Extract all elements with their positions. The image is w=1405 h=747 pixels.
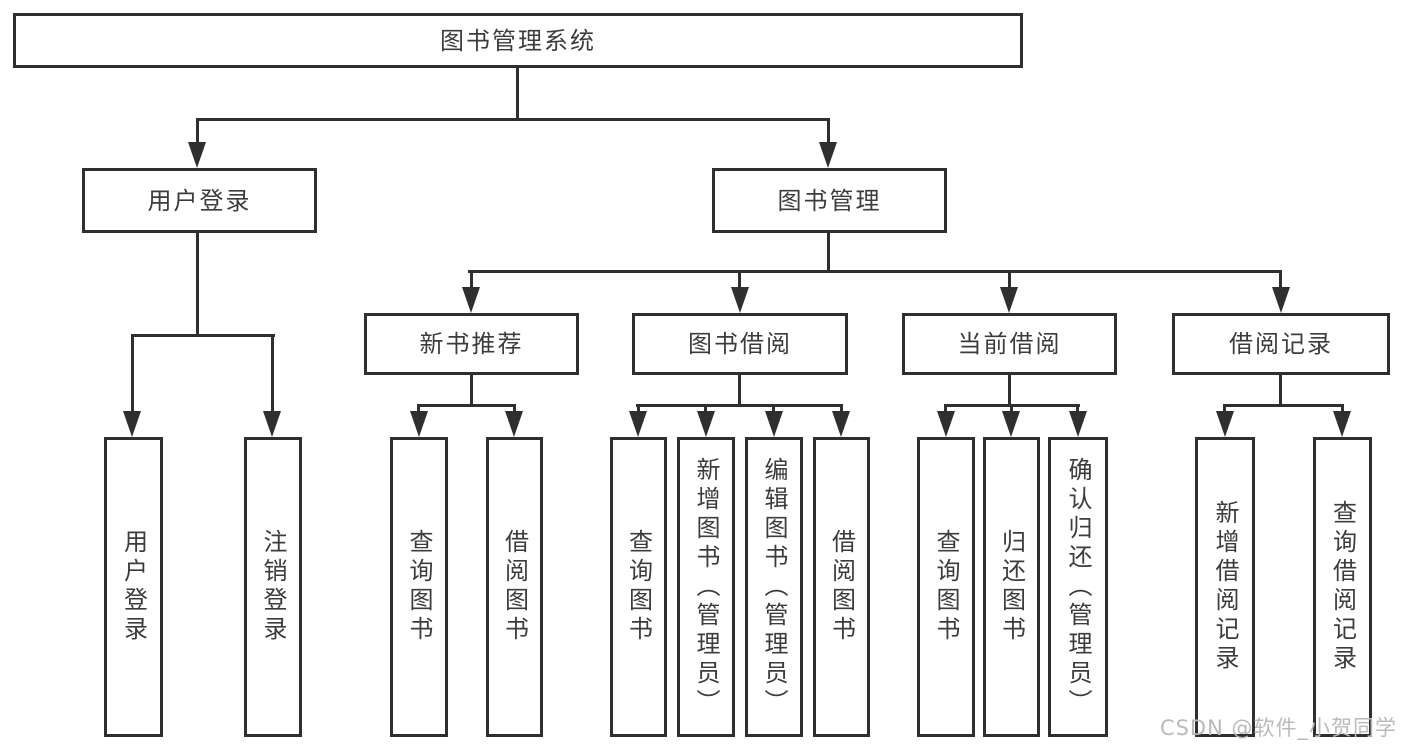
arrowhead-leaf [410, 411, 428, 437]
arrowhead-leaf [1216, 411, 1234, 437]
leaf-label: 新增图书（管理员） [692, 456, 720, 718]
node-label: 图书管理系统 [440, 26, 596, 55]
arrowhead-leaf [765, 411, 783, 437]
leaf-query-books-borrow: 查询图书 [610, 437, 667, 737]
connector-stub [513, 404, 516, 414]
connector-borrow-trunk [738, 375, 741, 407]
node-label: 图书管理 [777, 186, 882, 215]
leaf-label: 借阅图书 [500, 529, 529, 645]
connector-records-spread [1223, 404, 1344, 407]
leaf-return-book: 归还图书 [983, 437, 1040, 737]
connector-newbook-trunk [470, 375, 473, 407]
connector-drop-borrow-records [1279, 270, 1282, 290]
connector-current-trunk [1008, 375, 1011, 407]
node-current-borrow: 当前借阅 [902, 313, 1117, 375]
leaf-add-book-admin: 新增图书（管理员） [677, 437, 735, 737]
node-label: 新书推荐 [419, 330, 524, 358]
connector-stub [417, 404, 420, 414]
leaf-label: 确认归还（管理员） [1064, 456, 1092, 718]
leaf-label: 查询图书 [405, 529, 433, 645]
arrowhead-leaf [505, 411, 523, 437]
leaf-user-login: 用户登录 [104, 437, 163, 737]
connector-stub [1223, 404, 1226, 414]
arrowhead-leaf [629, 411, 647, 437]
connector-root-spread [196, 118, 830, 121]
arrowhead-leaf [697, 411, 715, 437]
connector-borrow-spread [636, 404, 843, 407]
leaf-query-borrow-record: 查询借阅记录 [1313, 437, 1372, 737]
arrowhead-borrow-records [1272, 287, 1290, 313]
leaf-confirm-return-admin: 确认归还（管理员） [1048, 437, 1108, 737]
leaf-query-books-newbook: 查询图书 [390, 437, 448, 737]
arrowhead-new-book [462, 287, 480, 313]
node-label: 当前借阅 [957, 330, 1062, 358]
connector-stub [1010, 404, 1013, 414]
connector-drop-current-borrow [1008, 270, 1011, 290]
connector-root-trunk [516, 68, 519, 121]
connector-drop-user-login [196, 118, 199, 145]
leaf-label: 查询图书 [624, 529, 653, 645]
connector-stub [1341, 404, 1344, 414]
connector-stub [704, 404, 707, 414]
node-user-login: 用户登录 [82, 168, 317, 233]
connector-login-trunk [196, 233, 199, 337]
leaf-logout: 注销登录 [244, 437, 302, 737]
connector-drop-leaf-login [131, 334, 134, 413]
arrowhead-leaf [832, 411, 850, 437]
arrowhead-leaf [1069, 411, 1087, 437]
leaf-add-borrow-record: 新增借阅记录 [1195, 437, 1255, 737]
arrowhead-current-borrow [1000, 287, 1018, 313]
arrowhead-leaf-logout [263, 411, 281, 437]
connector-drop-book-borrow [738, 270, 741, 290]
connector-stub [637, 404, 640, 414]
connector-records-trunk [1279, 375, 1282, 407]
leaf-borrow-books-newbook: 借阅图书 [486, 437, 543, 737]
arrowhead-leaf [937, 411, 955, 437]
node-book-borrow: 图书借阅 [632, 313, 848, 375]
connector-level3-spread [468, 270, 1282, 273]
node-new-book-recommend: 新书推荐 [364, 313, 579, 375]
node-borrow-records: 借阅记录 [1172, 313, 1390, 375]
leaf-label: 新增借阅记录 [1211, 500, 1239, 674]
connector-drop-new-book [470, 270, 473, 290]
leaf-label: 归还图书 [997, 529, 1026, 645]
arrowhead-book-mgmt [819, 142, 837, 168]
node-label: 借阅记录 [1229, 330, 1333, 358]
connector-stub [772, 404, 775, 414]
leaf-label: 注销登录 [259, 529, 287, 645]
arrowhead-leaf [1333, 411, 1351, 437]
leaf-label: 查询借阅记录 [1328, 500, 1357, 674]
node-library-system: 图书管理系统 [13, 13, 1023, 68]
connector-newbook-spread [417, 404, 516, 407]
connector-drop-book-mgmt [827, 118, 830, 145]
connector-stub [1076, 404, 1079, 414]
node-label: 用户登录 [147, 186, 252, 215]
leaf-edit-book-admin: 编辑图书（管理员） [745, 437, 803, 737]
connector-mgmt-trunk [827, 233, 830, 273]
leaf-label: 用户登录 [119, 529, 148, 645]
connector-login-spread [131, 334, 275, 337]
leaf-label: 借阅图书 [827, 529, 856, 645]
watermark: CSDN @软件_小贺同学 [1159, 716, 1397, 740]
arrowhead-book-borrow [731, 287, 749, 313]
node-label: 图书借阅 [688, 330, 792, 358]
node-book-management: 图书管理 [712, 168, 947, 233]
arrowhead-leaf-login [123, 411, 141, 437]
connector-stub [840, 404, 843, 414]
leaf-label: 编辑图书（管理员） [760, 456, 788, 718]
leaf-label: 查询图书 [932, 529, 960, 645]
arrowhead-leaf [1002, 411, 1020, 437]
connector-stub [944, 404, 947, 414]
connector-drop-leaf-logout [271, 334, 274, 413]
leaf-borrow-books-borrow: 借阅图书 [813, 437, 870, 737]
arrowhead-user-login [188, 142, 206, 168]
leaf-query-books-current: 查询图书 [917, 437, 975, 737]
